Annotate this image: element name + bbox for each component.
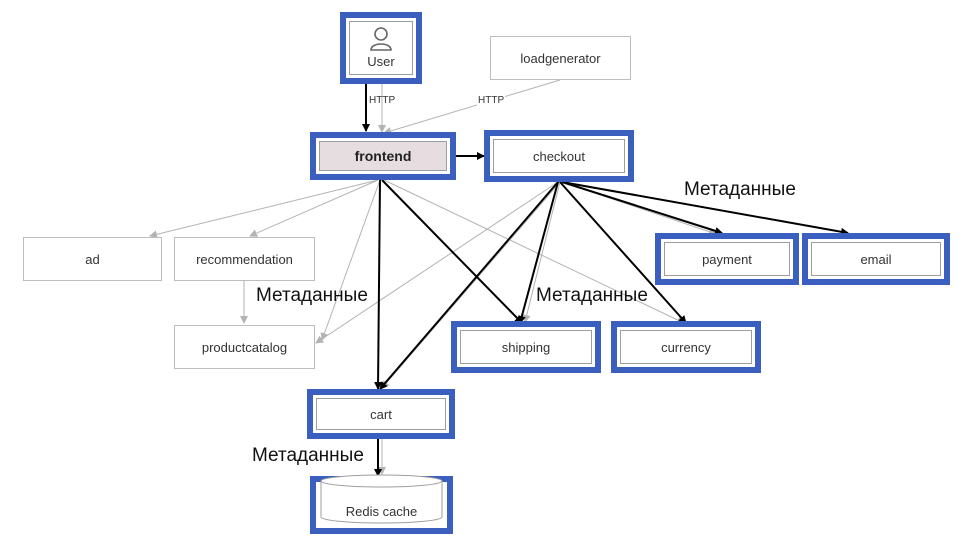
edge-label-http-loadgen: HTTP bbox=[477, 95, 506, 106]
node-currency[interactable]: currency bbox=[611, 321, 761, 373]
node-redis-label: Redis cache bbox=[345, 503, 418, 519]
node-email[interactable]: email bbox=[802, 233, 950, 285]
node-user[interactable]: User bbox=[340, 12, 422, 84]
node-productcatalog[interactable]: productcatalog bbox=[174, 325, 315, 369]
edge-label-metadata-frontend: Метаданные bbox=[256, 285, 368, 306]
node-payment-label: payment bbox=[702, 251, 752, 267]
edge-checkout-email bbox=[561, 181, 849, 236]
edge-frontend-productcatalog bbox=[320, 179, 381, 341]
node-payment[interactable]: payment bbox=[655, 233, 799, 285]
user-icon bbox=[370, 27, 392, 51]
edge-checkout-currency bbox=[559, 181, 687, 324]
edge-checkout-shipping-grey bbox=[522, 181, 561, 323]
node-redis-cache[interactable]: Redis cache bbox=[310, 474, 453, 534]
node-recommendation[interactable]: recommendation bbox=[174, 237, 315, 281]
edge-checkout-productcatalog bbox=[315, 181, 559, 344]
node-currency-label: currency bbox=[661, 339, 711, 355]
edge-label-http-user: HTTP bbox=[369, 95, 396, 106]
edge-checkout-cart bbox=[379, 181, 559, 390]
edge-label-metadata-shipping: Метаданные bbox=[536, 285, 648, 306]
edge-loadgen-frontend bbox=[383, 79, 561, 135]
edge-label-metadata-checkout: Метаданные bbox=[684, 179, 796, 200]
node-cart-label: cart bbox=[370, 406, 392, 422]
node-frontend[interactable]: frontend bbox=[310, 132, 456, 180]
edge-frontend-shipping bbox=[381, 179, 523, 324]
edge-checkout-payment bbox=[561, 181, 723, 235]
node-cart[interactable]: cart bbox=[307, 389, 455, 439]
edge-frontend-ad bbox=[149, 179, 379, 239]
node-user-label: User bbox=[367, 54, 395, 69]
node-checkout[interactable]: checkout bbox=[484, 130, 634, 182]
edge-label-metadata-cart: Метаданные bbox=[252, 445, 364, 466]
node-ad[interactable]: ad bbox=[23, 237, 162, 281]
node-shipping-label: shipping bbox=[501, 339, 551, 355]
edge-frontend-cart bbox=[374, 179, 383, 390]
node-frontend-label: frontend bbox=[354, 148, 412, 164]
node-shipping[interactable]: shipping bbox=[451, 321, 601, 373]
edge-frontend-currency bbox=[383, 179, 685, 324]
node-checkout-label: checkout bbox=[532, 148, 586, 164]
database-icon bbox=[320, 474, 443, 524]
edge-frontend-recommendation bbox=[249, 179, 379, 237]
node-loadgenerator[interactable]: loadgenerator bbox=[490, 36, 631, 80]
node-email-label: email bbox=[860, 251, 892, 267]
edge-checkout-shipping bbox=[517, 181, 559, 324]
